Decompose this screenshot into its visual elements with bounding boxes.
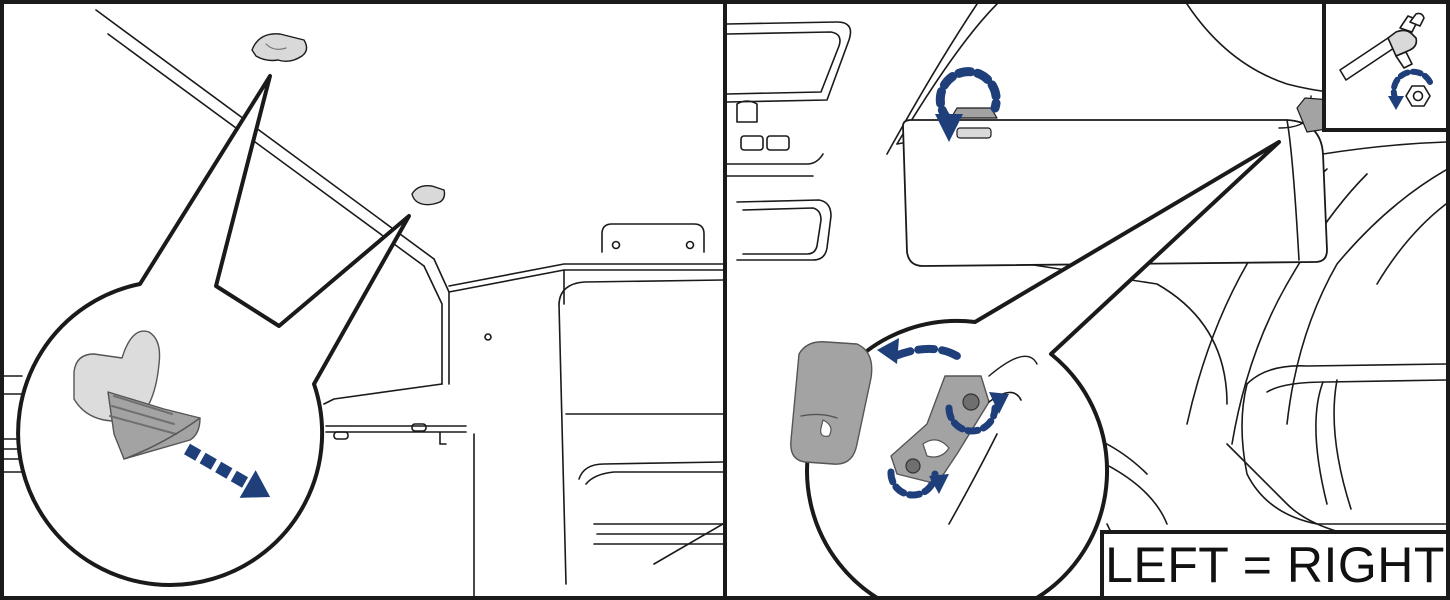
symmetry-note: LEFT = RIGHT xyxy=(1100,530,1446,596)
step-panel-left xyxy=(0,0,727,600)
overhead-console xyxy=(727,22,851,176)
hex-nut-icon xyxy=(1406,86,1430,106)
detail-callout xyxy=(18,76,409,585)
screw-hole xyxy=(485,334,491,340)
grab-handle xyxy=(602,224,704,252)
slot xyxy=(334,432,348,439)
slot xyxy=(412,424,426,431)
side-trim xyxy=(559,280,723,584)
clip-lower xyxy=(412,186,445,205)
tool-inset xyxy=(1322,4,1446,132)
clip-upper xyxy=(252,34,307,62)
symmetry-note-text: LEFT = RIGHT xyxy=(1105,540,1445,590)
side-mirror xyxy=(1242,364,1446,524)
rear-view-mirror xyxy=(737,200,831,260)
headliner-clip-scene xyxy=(4,4,723,596)
socket-wrench-icon xyxy=(1326,4,1446,128)
step-panel-right: LEFT = RIGHT xyxy=(723,0,1450,600)
